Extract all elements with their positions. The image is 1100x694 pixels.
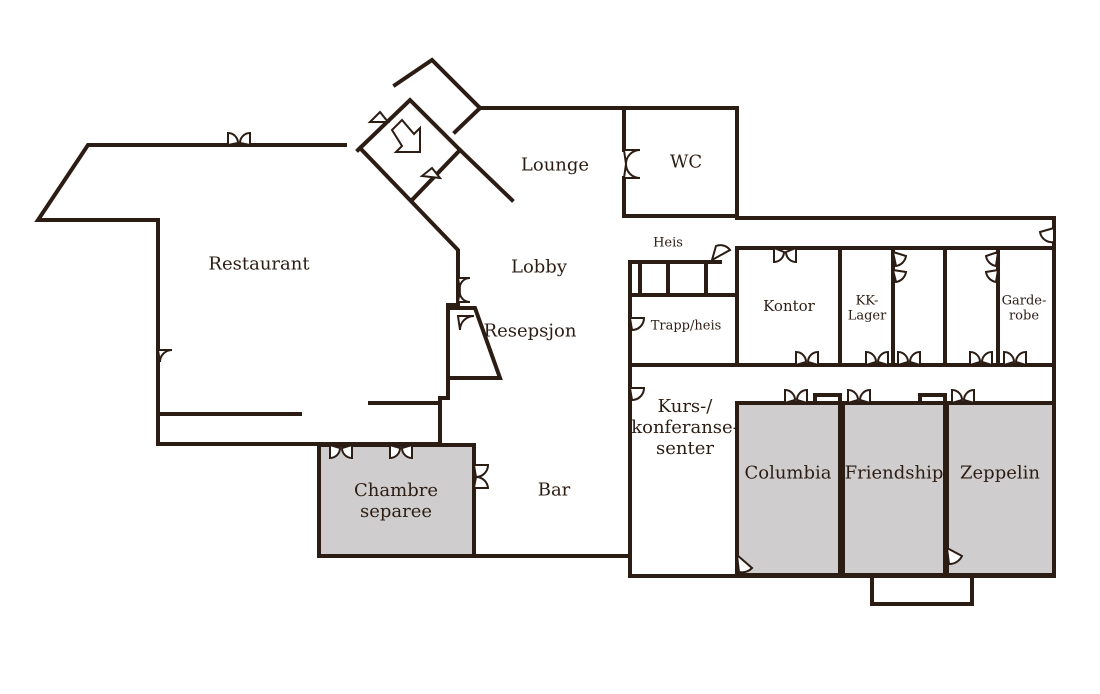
door-swing-icon [367, 110, 391, 123]
label-heis: Heis [653, 235, 683, 251]
room-zeppelin[interactable] [945, 401, 1056, 577]
door-swing-icon [622, 149, 641, 179]
room-chambre-separee[interactable] [317, 443, 476, 558]
label-chambre-separee: Chambre separee [354, 479, 438, 522]
label-wc: WC [669, 151, 703, 173]
label-trapp-heis: Trapp/heis [650, 318, 722, 334]
door-swing-icon [710, 244, 732, 263]
door-swing-icon [735, 552, 754, 574]
label-kk-lager: KK- Lager [847, 293, 887, 324]
walls [34, 57, 1056, 606]
door-swing-icon [984, 250, 1000, 268]
label-lobby: Lobby [510, 256, 568, 278]
door-swing-icon [969, 350, 993, 367]
label-garderobe: Garde- robe [1001, 293, 1047, 324]
door-swing-icon [773, 246, 797, 264]
door-swing-icon [1038, 226, 1055, 244]
room-friendship[interactable] [841, 401, 947, 577]
door-swing-icon [628, 387, 646, 402]
label-restaurant: Restaurant [208, 253, 310, 275]
door-swing-icon [897, 350, 921, 367]
label-kurs: Kurs-/ konferanse- senter [631, 396, 739, 460]
door-swing-icons [156, 110, 1055, 574]
label-lounge: Lounge [520, 154, 590, 176]
arrow-down-right-icon [390, 118, 421, 153]
door-swing-icon [456, 315, 475, 331]
door-swing-icon [227, 131, 251, 147]
door-swing-icon [847, 388, 871, 405]
door-swing-icon [329, 443, 353, 460]
label-bar: Bar [537, 479, 571, 501]
door-swing-icon [628, 317, 646, 332]
door-swing-icon [984, 268, 1000, 284]
door-swing-icon [891, 268, 908, 284]
door-swing-icon [795, 350, 819, 367]
door-swing-icon [456, 276, 471, 304]
label-columbia: Columbia [744, 462, 832, 484]
door-swing-icon [951, 388, 975, 405]
door-swing-icon [891, 250, 908, 268]
door-swing-icon [945, 546, 964, 566]
label-kontor: Kontor [763, 297, 815, 316]
door-swing-icon [419, 166, 443, 180]
door-swing-icon [156, 349, 173, 363]
label-zeppelin: Zeppelin [960, 462, 1040, 484]
door-swing-icon [1003, 350, 1027, 367]
door-swing-icon [865, 350, 889, 367]
label-resepsjon: Resepsjon [483, 320, 577, 342]
room-columbia[interactable] [735, 401, 842, 577]
door-swing-icon [472, 464, 490, 489]
door-swing-icon [784, 388, 808, 405]
door-swing-icon [389, 443, 413, 460]
label-friendship: Friendship [844, 462, 944, 484]
